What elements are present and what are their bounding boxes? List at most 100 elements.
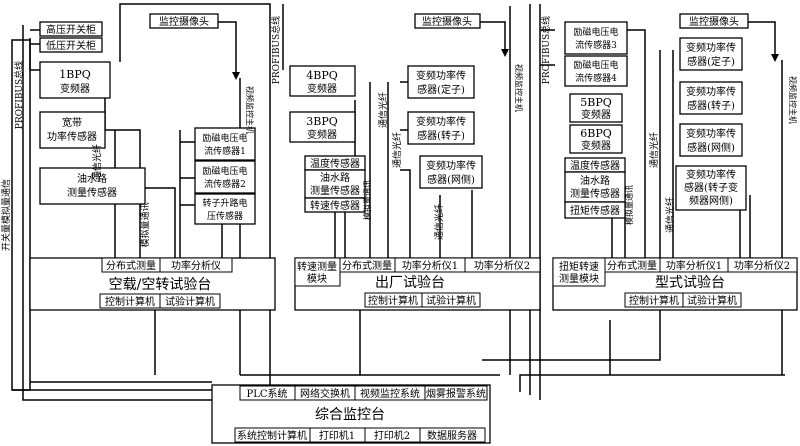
rotor-voltage-sensor bbox=[194, 193, 256, 225]
bpq6-inverter bbox=[569, 124, 623, 154]
torque-module-line1: 扭矩转速 bbox=[559, 260, 599, 273]
vfd-sensor-stator-type bbox=[679, 37, 743, 71]
bpq1-name: 变频器 bbox=[60, 82, 90, 95]
oil-water-sensor-factory bbox=[304, 169, 366, 199]
factory-power-analyzer-2-label: 功率分析仪2 bbox=[474, 259, 530, 272]
factory-test-computer-label: 试验计算机 bbox=[426, 294, 476, 307]
factory-bench-title: 出厂试验台 bbox=[375, 275, 445, 291]
temperature-sensor-type-label: 温度传感器 bbox=[570, 159, 620, 172]
bpq6-name: 变频器 bbox=[581, 139, 611, 152]
vfd-sensor-rotor-inverter-line3: 频器网侧) bbox=[689, 194, 733, 207]
printer-1-label: 打印机1 bbox=[319, 429, 355, 442]
air-power-analyzer-label: 功率分析仪 bbox=[171, 259, 221, 272]
speed-sensor-factory-label: 转速传感器 bbox=[310, 199, 360, 212]
camera-factory-left bbox=[149, 13, 219, 29]
type-fiber-label-1: 通信光纤 bbox=[648, 132, 660, 168]
vfd-sensor-rotor-factory-line1: 变频功率传 bbox=[416, 115, 466, 128]
switch-comm-label: 开关量模拟量通信 bbox=[0, 179, 12, 251]
air-test-computer-label: 试验计算机 bbox=[165, 295, 215, 308]
factory-power-analyzer-1-label: 功率分析仪1 bbox=[402, 259, 458, 272]
torque-sensor-label: 扭矩传感器 bbox=[570, 204, 620, 217]
vfd-sensor-rotor-inverter-line1: 变频功率传 bbox=[686, 168, 736, 181]
excitation-sensor-2-line2: 流传感器2 bbox=[204, 178, 246, 190]
camera-type-label: 监控摄像头 bbox=[689, 15, 739, 28]
rotor-voltage-sensor-line2: 压传感器 bbox=[207, 210, 243, 222]
vfd-sensor-stator-factory-line1: 变频功率传 bbox=[416, 69, 466, 82]
vfd-sensor-rotor-type-line1: 变频功率传 bbox=[686, 85, 736, 98]
bpq6-code: 6BPQ bbox=[580, 127, 612, 140]
type-control-computer-label: 控制计算机 bbox=[629, 294, 679, 307]
wideband-sensor-line1: 宽带 bbox=[62, 116, 82, 129]
vfd-sensor-rotor-factory bbox=[407, 111, 475, 145]
air-power-analyzer bbox=[159, 257, 233, 273]
ex-bus-right bbox=[627, 29, 646, 258]
rotor-voltage-sensor-line1: 转子升路电 bbox=[202, 197, 247, 209]
oil-water-sensor-air bbox=[39, 167, 146, 205]
type-power-analyzer-1-label: 功率分析仪1 bbox=[666, 259, 722, 272]
excitation-sensor-3-line1: 励磁电压电 bbox=[573, 26, 618, 38]
vfd-sensor-stator-factory bbox=[407, 65, 475, 99]
air-test-computer bbox=[159, 293, 221, 309]
speed-sensor-factory bbox=[304, 197, 366, 213]
type-test-computer bbox=[682, 292, 742, 308]
fire-alarm-system bbox=[424, 385, 488, 401]
vfd-sensor-grid-factory bbox=[419, 155, 483, 189]
factory-test-computer bbox=[421, 292, 481, 308]
excitation-sensor-4-line1: 励磁电压电 bbox=[573, 59, 618, 71]
type-power-analyzer-2 bbox=[727, 257, 798, 273]
camera-factory-mid-label: 监控摄像头 bbox=[422, 15, 472, 28]
printer-2-label: 打印机2 bbox=[374, 429, 410, 442]
bpq5-code: 5BPQ bbox=[580, 96, 612, 109]
vfd-sensor-grid-type-line1: 变频功率传 bbox=[686, 127, 736, 140]
factory-fiber-label-1: 通信光纤 bbox=[377, 92, 389, 128]
oil-water-sensor-type bbox=[564, 171, 626, 203]
vfd-sensor-stator-factory-line2: 感器(定子) bbox=[417, 83, 465, 96]
excitation-sensor-1-line1: 励磁电压电 bbox=[202, 132, 247, 144]
vfd-sensor-rotor-type-line2: 感器(转子) bbox=[687, 99, 735, 112]
oil-sensor-factory-line2: 测量传感器 bbox=[310, 184, 360, 197]
bpq3-inverter bbox=[289, 111, 356, 143]
oil-sensor-type-line1: 油水路 bbox=[580, 174, 610, 187]
bpq4-code: 4BPQ bbox=[306, 69, 338, 82]
network-switch-label: 网络交换机 bbox=[300, 387, 350, 400]
low-voltage-switchgear-label: 低压开关柜 bbox=[46, 39, 96, 52]
camera-left-arrow bbox=[150, 21, 240, 80]
data-server-label: 数据服务器 bbox=[427, 429, 477, 442]
fire-alarm-system-label: 烟雾报警系统 bbox=[426, 387, 486, 400]
console-title: 综合监控台 bbox=[315, 407, 385, 423]
oil-link bbox=[145, 187, 176, 258]
camera-host-mid-label: 视频监控主机 bbox=[514, 64, 524, 112]
vfd-sensor-grid-factory-line2: 感器(网侧) bbox=[427, 173, 475, 186]
excitation-sensor-2 bbox=[194, 160, 256, 194]
data-server bbox=[419, 427, 486, 443]
excitation-sensor-1-line2: 流传感器1 bbox=[204, 145, 246, 157]
excitation-sensor-3-line2: 流传感器3 bbox=[575, 39, 617, 51]
air-analog-label: 模拟量通讯 bbox=[139, 202, 151, 247]
vfd-sensor-rotor-inverter bbox=[675, 165, 747, 211]
camera-type bbox=[679, 13, 749, 29]
speed-measurement-module bbox=[294, 257, 341, 287]
bpq5-inverter bbox=[569, 93, 623, 123]
vfd-sensor-rotor-factory-line2: 感器(转子) bbox=[417, 129, 465, 142]
profibus-mid-label: PROFIBUS总线 bbox=[270, 16, 282, 84]
factory-fiber-label-2: 通信光纤 bbox=[391, 132, 403, 168]
low-voltage-switchgear bbox=[39, 37, 103, 53]
factory-control-computer-label: 控制计算机 bbox=[368, 294, 418, 307]
vfd-sensor-stator-type-line2: 感器(定子) bbox=[687, 55, 735, 68]
excitation-sensor-1 bbox=[194, 127, 256, 161]
vfd-sensor-rotor-inverter-line2: 感器(转子变 bbox=[684, 181, 738, 194]
camera-host-right-label: 视频监控主机 bbox=[788, 76, 798, 124]
oil-sensor-type-line2: 测量传感器 bbox=[570, 187, 620, 200]
bpq3-code: 3BPQ bbox=[306, 115, 338, 128]
type-fiber-label-2: 通信光纤 bbox=[664, 197, 676, 233]
profibus-left-wire bbox=[22, 40, 212, 401]
oil-sensor-air-line1: 油水路 bbox=[77, 172, 107, 185]
torque-speed-module bbox=[552, 257, 606, 287]
type-analog-label: 模拟量通讯 bbox=[624, 185, 634, 225]
excitation-sensor-4-line2: 流传感器4 bbox=[575, 72, 617, 84]
air-distributed-measurement-label: 分布式测量 bbox=[106, 259, 156, 272]
camera-host-left-label: 视频监控主机 bbox=[245, 86, 255, 134]
camera-factory-left-label: 监控摄像头 bbox=[159, 15, 209, 28]
type-test-computer-label: 试验计算机 bbox=[687, 294, 737, 307]
